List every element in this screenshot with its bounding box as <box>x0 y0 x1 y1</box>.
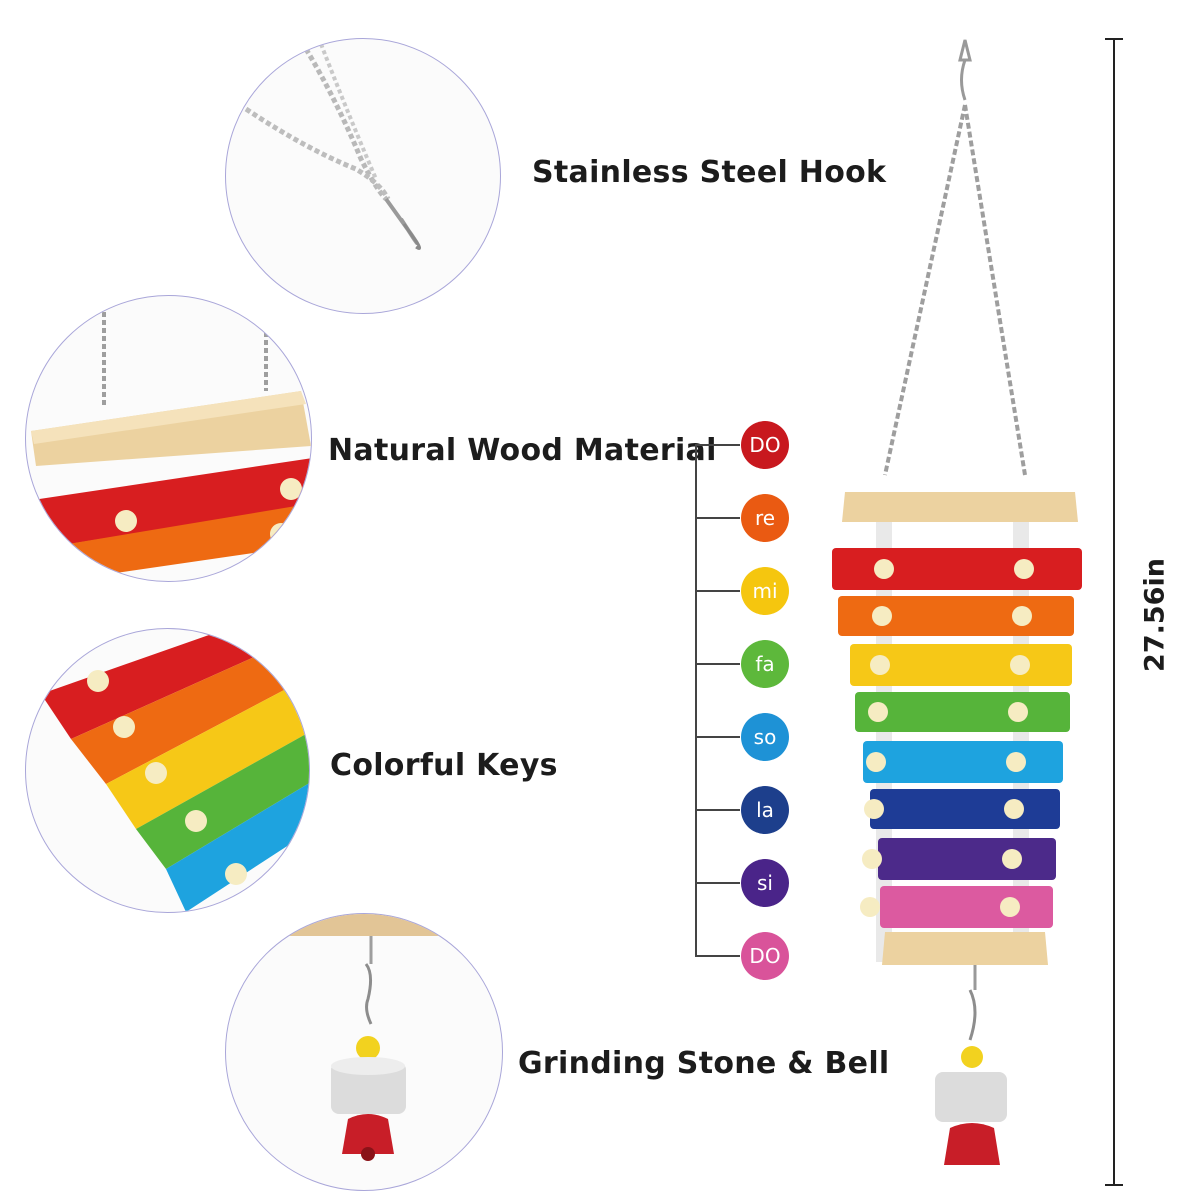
note-connector-line <box>695 517 740 519</box>
xylophone-key <box>880 886 1053 928</box>
key-peg <box>1014 559 1034 579</box>
xylophone-key <box>863 741 1063 783</box>
key-peg <box>1000 897 1020 917</box>
hook-detail-image <box>244 43 422 250</box>
note-badge: fa <box>741 640 789 688</box>
note-connector-line <box>695 663 740 665</box>
note-badge: si <box>741 859 789 907</box>
note-connector-line <box>695 590 740 592</box>
left-chain <box>883 104 967 476</box>
bell-icon <box>944 1123 1000 1165</box>
feature-label-stone: Grinding Stone & Bell <box>518 1046 890 1081</box>
bottom-hook-icon <box>968 989 977 1041</box>
yellow-bead <box>961 1046 983 1068</box>
right-chain <box>963 104 1027 476</box>
key-peg <box>874 559 894 579</box>
xylophone-key <box>870 789 1060 829</box>
bottom-wood-bar <box>882 932 1048 965</box>
key-peg <box>1010 655 1030 675</box>
note-badge: re <box>741 494 789 542</box>
note-connector-line <box>695 736 740 738</box>
xylophone-keys <box>832 548 1082 928</box>
key-peg <box>1008 702 1028 722</box>
key-peg <box>1012 606 1032 626</box>
note-connector-line <box>695 809 740 811</box>
note-connector-line <box>695 882 740 884</box>
height-dimension-label: 27.56in <box>1139 558 1171 672</box>
note-bracket-line <box>695 444 697 955</box>
feature-label-wood: Natural Wood Material <box>328 433 717 468</box>
xylophone-key <box>850 644 1072 686</box>
note-connector-line <box>695 444 740 446</box>
stone-detail-circle <box>225 913 503 1191</box>
note-badge: DO <box>741 932 789 980</box>
feature-label-hook: Stainless Steel Hook <box>532 155 887 190</box>
key-peg <box>1006 752 1026 772</box>
feature-label-keys: Colorful Keys <box>330 748 558 783</box>
key-peg <box>864 799 884 819</box>
note-badge: la <box>741 786 789 834</box>
key-peg <box>1004 799 1024 819</box>
key-peg <box>1002 849 1022 869</box>
xylophone-key <box>838 596 1074 636</box>
top-wood-bar <box>842 492 1078 522</box>
dimension-tick-top <box>1105 38 1123 40</box>
key-peg <box>872 606 892 626</box>
stone-detail-image <box>226 914 502 1161</box>
key-peg <box>862 849 882 869</box>
key-peg <box>870 655 890 675</box>
top-hook-icon <box>958 39 972 62</box>
note-badge: mi <box>741 567 789 615</box>
wood-detail-circle <box>25 295 312 582</box>
xylophone-key <box>855 692 1070 732</box>
keys-detail-circle <box>25 628 310 913</box>
hook-detail-circle <box>225 38 501 314</box>
height-dimension-line <box>1113 38 1115 1186</box>
key-peg <box>860 897 880 917</box>
note-connector-line <box>695 955 740 957</box>
xylophone-key <box>878 838 1056 880</box>
xylophone-key <box>832 548 1082 590</box>
note-badge: DO <box>741 421 789 469</box>
key-peg <box>866 752 886 772</box>
key-peg <box>868 702 888 722</box>
wood-detail-image <box>26 296 311 581</box>
grinding-stone <box>935 1072 1007 1122</box>
note-badge: so <box>741 713 789 761</box>
keys-detail-image <box>41 629 309 912</box>
dimension-tick-bottom <box>1105 1184 1123 1186</box>
